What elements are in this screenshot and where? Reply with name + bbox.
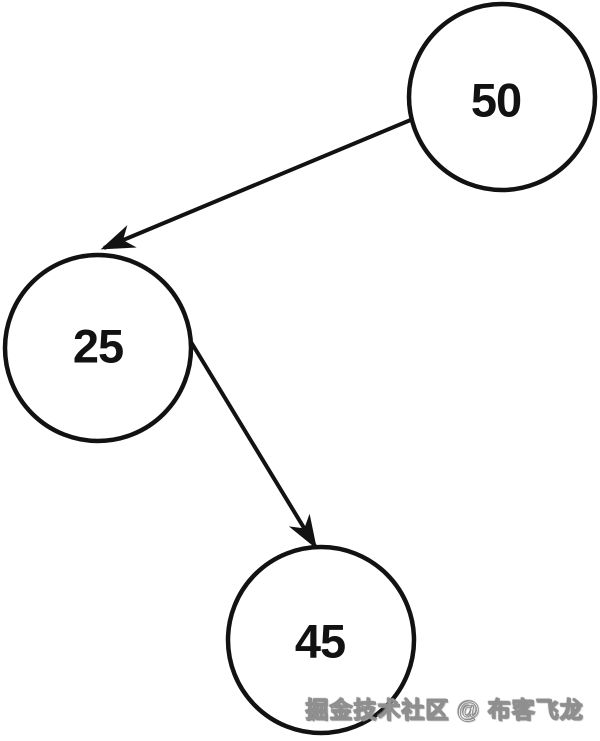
tree-node-25 [2, 252, 194, 444]
edges-layer [100, 117, 414, 550]
edge-n50-to-n25 [100, 117, 414, 250]
node-label-45: 45 [295, 615, 345, 668]
node-label-50: 50 [471, 74, 521, 127]
edge-n25-to-n45 [189, 340, 317, 550]
tree-node-45 [225, 544, 417, 736]
node-label-25: 25 [73, 320, 123, 373]
tree-node-50 [406, 1, 598, 193]
watermark: 掘金技术社区 @ 布客飞龙 [305, 697, 584, 724]
